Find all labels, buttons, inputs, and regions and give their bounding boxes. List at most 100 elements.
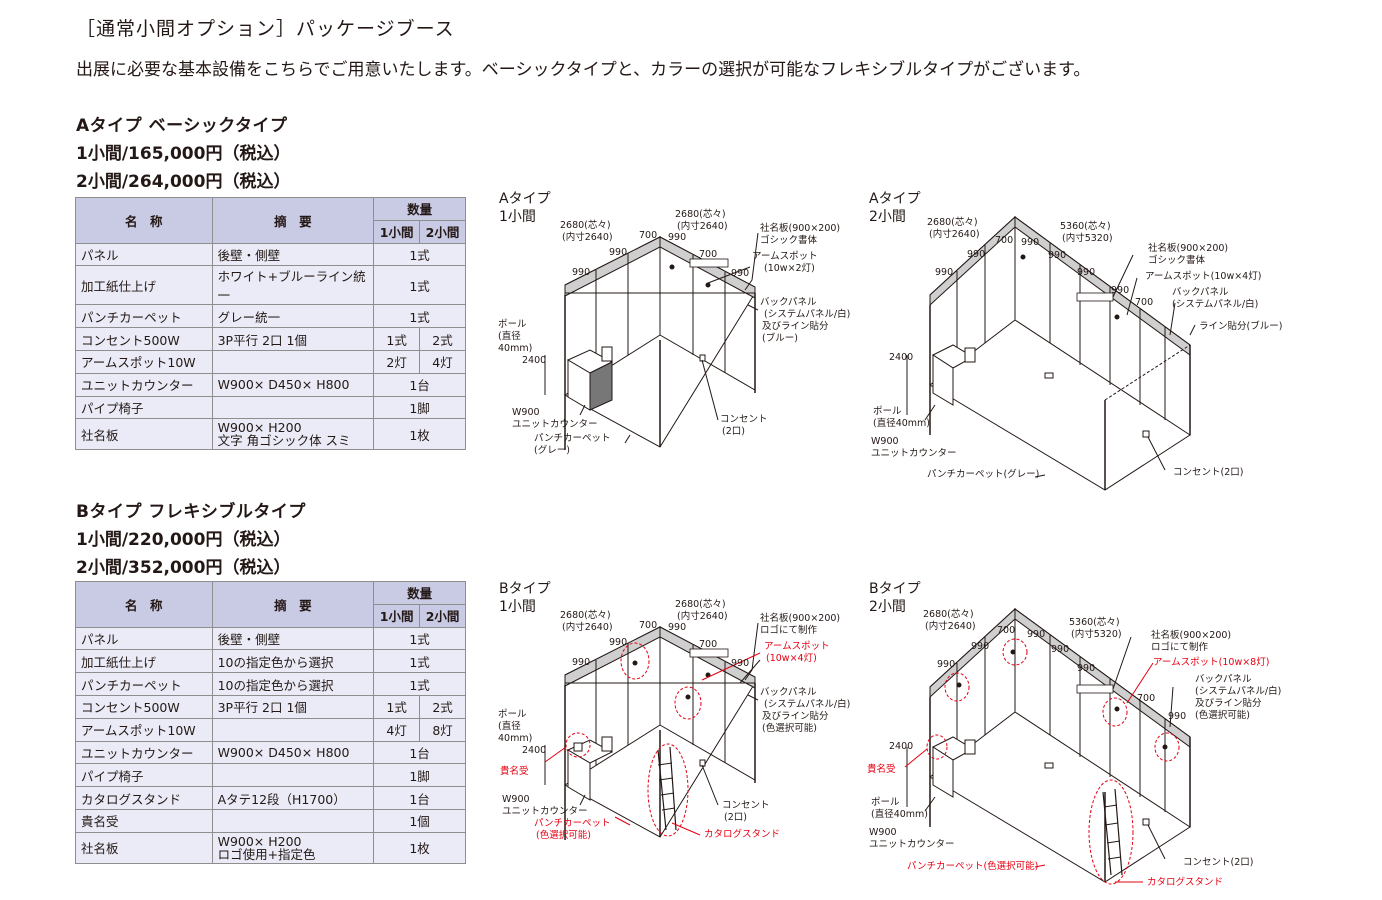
- table-row: ユニットカウンター W900× D450× H800 1台: [75, 740, 466, 765]
- label-counter: W900: [502, 794, 530, 805]
- dim-2-inner: (内寸5320): [1071, 628, 1122, 640]
- label-counter-2: ユニットカウンター: [869, 839, 955, 850]
- label-pole: ポール: [498, 319, 527, 330]
- cell-summary: [211, 395, 375, 420]
- dim-990: 990: [572, 267, 590, 278]
- cell-summary: [211, 349, 375, 374]
- cell-summary: [211, 763, 375, 788]
- label-name-box: 貴名受: [867, 763, 896, 775]
- label-sign-2: ゴシック書体: [1148, 254, 1206, 266]
- dim-1: 2680(芯々): [927, 216, 978, 228]
- dim-990: 990: [572, 657, 590, 668]
- cell-qty-2: 8灯: [419, 717, 466, 742]
- header-qty: 数量: [373, 581, 466, 605]
- label-arm-spot: アームスポット(10w×4灯): [1145, 271, 1261, 282]
- cell-summary-line-1: W900× H200: [217, 420, 302, 436]
- dim-2: 2680(芯々): [675, 598, 726, 610]
- cell-summary: 後壁・側壁: [211, 626, 375, 651]
- table-row: コンセント500W 3P平行 2口 1個 1式 2式: [75, 694, 466, 719]
- label-pole-2: (直径: [498, 330, 521, 342]
- cell-qty-2: 4灯: [419, 349, 466, 374]
- dim-990: 990: [1027, 629, 1045, 640]
- cell-qty-2: 2式: [419, 327, 466, 351]
- dim-990: 990: [609, 247, 627, 258]
- label-back-panel: バックパネル: [1172, 287, 1229, 298]
- header-qty: 数量: [373, 197, 466, 221]
- diagram-a2-title: Aタイプ 2小間: [869, 191, 921, 225]
- cell-name: パネル: [75, 626, 213, 651]
- dim-700: 700: [699, 249, 717, 260]
- label-outlet: コンセント(2口): [1183, 857, 1253, 868]
- dim-height: 2400: [522, 355, 546, 366]
- cell-summary-line-2: ロゴ使用+指定色: [217, 846, 316, 862]
- label-carpet-2: (グレー): [534, 444, 570, 456]
- cell-qty: 1枚: [373, 831, 466, 864]
- highlight-arm-spot: [1102, 697, 1128, 727]
- label-line: ライン貼分(ブルー): [1199, 320, 1282, 332]
- dim-990: 990: [609, 637, 627, 648]
- dim-990: 990: [1021, 237, 1039, 248]
- dim-990: 990: [1048, 250, 1066, 261]
- label-counter: W900: [871, 436, 899, 447]
- label-back-panel-4: (色選択可能): [1195, 709, 1250, 721]
- label-name-box: 貴名受: [500, 765, 529, 777]
- cell-qty: 1式: [373, 265, 466, 306]
- cell-summary: W900× H200 文字 角ゴシック体 スミ: [211, 418, 375, 451]
- dim-height: 2400: [889, 741, 913, 752]
- label-pole: ポール: [498, 709, 527, 720]
- highlight-arm-spot: [620, 642, 650, 680]
- label-pole-2: (直径40mm): [873, 417, 930, 429]
- dim-990: 990: [731, 268, 749, 279]
- label-pole-2: (直径: [498, 720, 521, 732]
- table-row: 加工紙仕上げ 10の指定色から選択 1式: [75, 649, 466, 674]
- dim-1-inner: (内寸2640): [562, 231, 613, 243]
- highlight-arm-spot: [674, 686, 702, 720]
- cell-qty: 1式: [373, 649, 466, 674]
- label-back-panel-3: 及びライン貼分: [762, 710, 829, 722]
- dim-1-inner: (内寸2640): [925, 620, 976, 632]
- label-back-panel-2: (システムパネル/白): [764, 308, 850, 320]
- header-name: 名 称: [75, 197, 213, 244]
- label-carpet: パンチカーペット: [534, 433, 610, 444]
- dim-1-inner: (内寸2640): [562, 621, 613, 633]
- dim-990: 990: [1111, 285, 1129, 296]
- table-row: 加工紙仕上げ ホワイト+ブルーライン統一 1式: [75, 265, 466, 306]
- header-summary: 摘 要: [211, 197, 375, 244]
- dim-height: 2400: [889, 352, 913, 363]
- cell-name: コンセント500W: [75, 327, 213, 351]
- cell-qty: 1式: [373, 304, 466, 329]
- cell-qty: 1式: [373, 626, 466, 651]
- label-sign: 社名板(900×200): [1151, 629, 1231, 641]
- label-counter: W900: [869, 827, 897, 838]
- dim-700: 700: [995, 235, 1013, 246]
- cell-qty-1: 1式: [373, 694, 421, 719]
- cell-name: 加工紙仕上げ: [75, 265, 213, 306]
- cell-name: パネル: [75, 242, 213, 267]
- label-back-panel-2: (システムパネル/白): [764, 698, 850, 710]
- table-row: パンチカーペット 10の指定色から選択 1式: [75, 672, 466, 696]
- table-row: アームスポット10W 2灯 4灯: [75, 349, 466, 374]
- dim-2-inner: (内寸2640): [677, 220, 728, 232]
- cell-summary: グレー統一: [211, 304, 375, 329]
- label-outlet: コンセント: [722, 800, 770, 811]
- type-a-title: Aタイプ ベーシックタイプ: [76, 116, 288, 136]
- dim-2: 2680(芯々): [675, 208, 726, 220]
- cell-summary: [211, 808, 375, 833]
- cell-summary-line-2: 文字 角ゴシック体 スミ: [217, 433, 351, 449]
- highlight-arm-spot: [1154, 732, 1180, 762]
- cell-summary: 10の指定色から選択: [211, 672, 375, 696]
- label-sign: 社名板(900×200): [1148, 242, 1228, 254]
- dim-1-inner: (内寸2640): [929, 228, 980, 240]
- highlight-catalog-stand: [647, 743, 689, 837]
- header-qty-2: 2小間: [419, 219, 466, 244]
- cell-qty: 1脚: [373, 763, 466, 788]
- cell-qty: 1台: [373, 740, 466, 765]
- label-counter-2: ユニットカウンター: [502, 806, 588, 817]
- cell-summary: 後壁・側壁: [211, 242, 375, 267]
- type-b-spec-table: 名 称 摘 要 数量 1小間 2小間 パネル 後壁・側壁 1式 加工紙仕上げ 1…: [75, 581, 466, 864]
- table-row: ユニットカウンター W900× D450× H800 1台: [75, 372, 466, 397]
- label-carpet: パンチカーペット(色選択可能): [907, 860, 1038, 872]
- label-catalog-stand: カタログスタンド: [704, 828, 780, 840]
- label-sign: 社名板(900×200): [760, 612, 840, 624]
- label-pole-3: 40mm): [498, 343, 532, 354]
